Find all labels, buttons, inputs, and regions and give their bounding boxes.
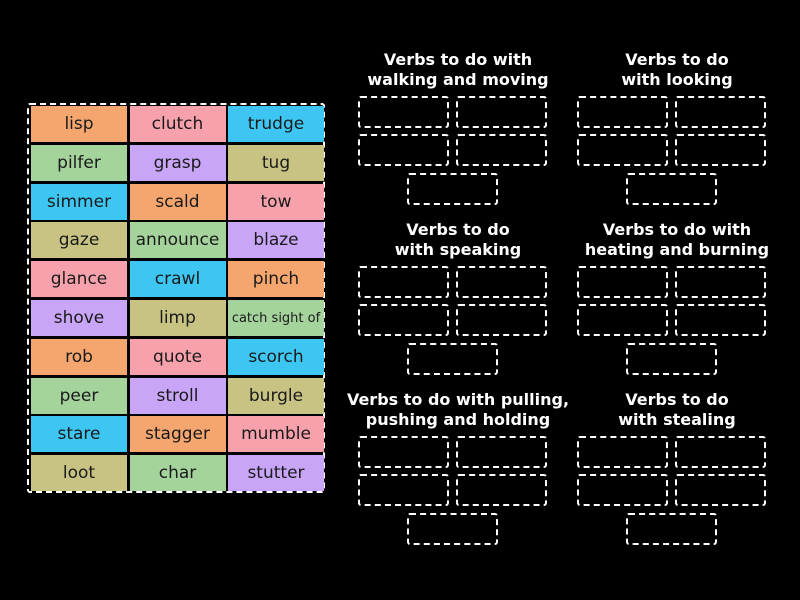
drop-slot[interactable]: [577, 304, 668, 336]
category-title-line: Verbs to do: [625, 390, 729, 409]
word-card[interactable]: glance: [31, 261, 127, 298]
drop-slot[interactable]: [626, 343, 717, 375]
drop-slot[interactable]: [407, 173, 498, 205]
word-card[interactable]: trudge: [228, 106, 324, 142]
drop-slot[interactable]: [626, 173, 717, 205]
category-title-line: walking and moving: [367, 70, 549, 89]
word-card[interactable]: blaze: [228, 222, 324, 259]
word-card[interactable]: catch sight of: [228, 300, 324, 336]
word-card[interactable]: rob: [31, 338, 127, 375]
word-card[interactable]: stare: [31, 416, 127, 453]
drop-slot[interactable]: [456, 474, 547, 506]
category-title-line: Verbs to do: [406, 220, 510, 239]
drop-slot[interactable]: [456, 266, 547, 298]
drop-slot[interactable]: [577, 134, 668, 166]
drop-slot[interactable]: [577, 96, 668, 128]
drop-slot[interactable]: [358, 134, 449, 166]
word-card[interactable]: scorch: [228, 338, 324, 375]
word-card[interactable]: quote: [129, 338, 226, 375]
category-title-line: Verbs to do with pulling,: [346, 390, 570, 409]
category-title-line: with speaking: [394, 240, 522, 259]
drop-slot[interactable]: [358, 266, 449, 298]
word-card[interactable]: tow: [228, 183, 324, 220]
word-card[interactable]: scald: [129, 183, 226, 220]
word-card[interactable]: peer: [31, 377, 127, 414]
word-card[interactable]: burgle: [228, 377, 324, 414]
category-title: Verbs to do with pulling,pushing and hol…: [338, 390, 578, 430]
word-card[interactable]: tug: [228, 144, 324, 181]
word-card[interactable]: stutter: [228, 455, 324, 492]
category-title-line: Verbs to do with: [383, 50, 533, 69]
drop-slot[interactable]: [358, 96, 449, 128]
drop-slot[interactable]: [456, 134, 547, 166]
word-card[interactable]: grasp: [129, 144, 226, 181]
drop-slot[interactable]: [358, 474, 449, 506]
word-card[interactable]: stroll: [129, 377, 226, 414]
word-card[interactable]: simmer: [31, 183, 127, 220]
word-card[interactable]: pinch: [228, 261, 324, 298]
category-title-line: Verbs to do: [625, 50, 729, 69]
word-card[interactable]: stagger: [129, 416, 226, 453]
word-card[interactable]: announce: [129, 222, 226, 259]
category-title-line: with stealing: [618, 410, 736, 429]
category-title-line: Verbs to do with: [602, 220, 752, 239]
drop-slot[interactable]: [626, 513, 717, 545]
category-title-line: pushing and holding: [365, 410, 551, 429]
drop-slot[interactable]: [675, 96, 766, 128]
word-card[interactable]: clutch: [129, 106, 226, 142]
drop-slot[interactable]: [675, 134, 766, 166]
drop-slot[interactable]: [675, 266, 766, 298]
word-card[interactable]: crawl: [129, 261, 226, 298]
drop-slot[interactable]: [407, 343, 498, 375]
category-title-line: with looking: [621, 70, 733, 89]
drop-slot[interactable]: [577, 474, 668, 506]
drop-slot[interactable]: [456, 304, 547, 336]
word-card[interactable]: limp: [129, 300, 226, 336]
drop-slot[interactable]: [407, 513, 498, 545]
drop-slot[interactable]: [358, 436, 449, 468]
drop-slot[interactable]: [675, 304, 766, 336]
word-card[interactable]: gaze: [31, 222, 127, 259]
word-card[interactable]: shove: [31, 300, 127, 336]
word-card[interactable]: loot: [31, 455, 127, 492]
drop-slot[interactable]: [358, 304, 449, 336]
drop-slot[interactable]: [675, 436, 766, 468]
drop-slot[interactable]: [675, 474, 766, 506]
drop-slot[interactable]: [577, 436, 668, 468]
drop-slot[interactable]: [577, 266, 668, 298]
word-card[interactable]: pilfer: [31, 144, 127, 181]
word-card[interactable]: char: [129, 455, 226, 492]
category-title-line: heating and burning: [584, 240, 770, 259]
drop-slot[interactable]: [456, 436, 547, 468]
drop-slot[interactable]: [456, 96, 547, 128]
word-card[interactable]: mumble: [228, 416, 324, 453]
word-card[interactable]: lisp: [31, 106, 127, 142]
